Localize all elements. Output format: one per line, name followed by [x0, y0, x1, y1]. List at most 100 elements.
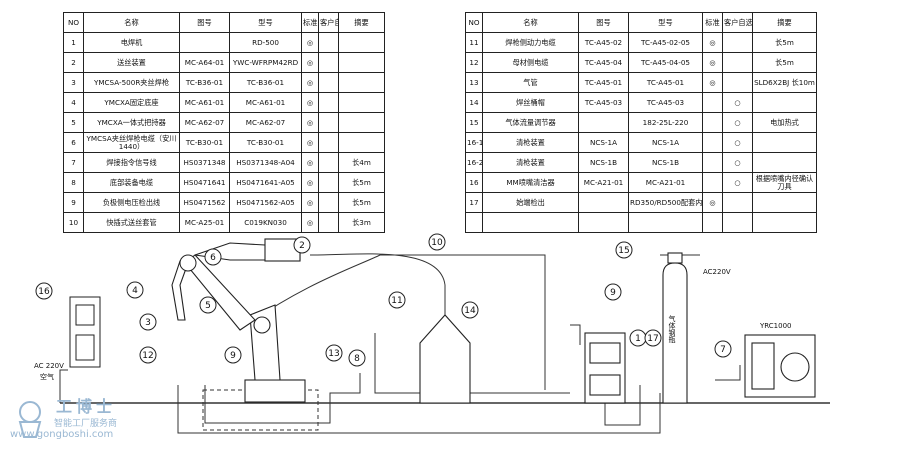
- cell-drawing: NCS-1B: [578, 152, 629, 173]
- callout-3: 3: [145, 318, 151, 328]
- cell-standard-mark: ◎: [301, 32, 319, 53]
- cell-model: MC-A61-01: [229, 92, 302, 113]
- cell-optional-mark: [318, 52, 339, 73]
- table-row: [465, 212, 817, 233]
- cell-optional-mark: [318, 92, 339, 113]
- cell-no: 4: [63, 92, 84, 113]
- cell-name: YMCSA夹丝焊枪电缆（安川1440）: [83, 132, 180, 153]
- cell-name: YMCSA-500R夹丝焊枪: [83, 72, 180, 93]
- cell-no: 13: [465, 72, 483, 93]
- cell-standard-mark: [702, 172, 723, 193]
- callout-circle: [428, 233, 446, 251]
- cell-name: 母材侧电缆: [482, 52, 579, 73]
- cell-name: YMCXA固定底座: [83, 92, 180, 113]
- cell-name: 焊丝桶帽: [482, 92, 579, 113]
- nozzle-cleaner: [69, 296, 101, 368]
- callout-circle: [199, 296, 217, 314]
- watermark-url: www.gongboshi.com: [10, 429, 114, 440]
- cell-note: 长4m: [338, 152, 385, 173]
- callout-1: 1: [635, 334, 641, 344]
- header-cell: 标准: [702, 12, 723, 33]
- cell-model: TC-A45-04-05: [628, 52, 703, 73]
- cell-note: [338, 72, 385, 93]
- cell-drawing: TC-A45-04: [578, 52, 629, 73]
- gas-cylinder: [662, 252, 688, 404]
- cell-no: 5: [63, 112, 84, 133]
- callout-16: 16: [38, 287, 50, 297]
- cell-model: 182-25L-220: [628, 112, 703, 133]
- callout-circle: [293, 236, 311, 254]
- cell-model: MC-A21-01: [628, 172, 703, 193]
- cell-drawing: HS0471641: [179, 172, 230, 193]
- callout-circle: [325, 344, 343, 362]
- cell-standard-mark: ◎: [301, 52, 319, 73]
- cell-no: 12: [465, 52, 483, 73]
- cell-name: 负极侧电压检出线: [83, 192, 180, 213]
- header-cell: 名称: [482, 12, 579, 33]
- cell-standard-mark: ◎: [702, 32, 723, 53]
- cell-name: 气体流量调节器: [482, 112, 579, 133]
- robot-controller: [744, 334, 816, 398]
- cell-name: 底部装备电缆: [83, 172, 180, 193]
- cell-name: 始端检出: [482, 192, 579, 213]
- callout-11: 11: [391, 296, 402, 306]
- cell-note: [752, 152, 817, 173]
- header-cell: 型号: [628, 12, 703, 33]
- cell-note: 根据喷嘴内径确认刀具: [752, 172, 817, 193]
- callout-circle: [615, 241, 633, 259]
- label-ac220-left: AC 220V: [34, 362, 64, 370]
- callout-circle: [204, 248, 222, 266]
- cell-no: 1: [63, 32, 84, 53]
- label-air-left: 空气: [40, 372, 54, 381]
- cell-note: 长5m: [752, 52, 817, 73]
- callout-circle: [644, 329, 662, 347]
- cell-optional-mark: ○: [722, 172, 753, 193]
- label-gas-cylinder: 气体钢瓶: [668, 314, 676, 344]
- cell-standard-mark: [702, 92, 723, 113]
- cell-model: RD350/RD500配套内藏式: [628, 192, 703, 213]
- cell-note: [752, 192, 817, 213]
- callout-circle: [388, 291, 406, 309]
- header-cell: 图号: [578, 12, 629, 33]
- cell-note: SLD6X2BJ 长10m: [752, 72, 817, 93]
- cell-drawing: MC-A61-01: [179, 92, 230, 113]
- cell-drawing: HS0371348: [179, 152, 230, 173]
- cell-model: TC-A45-01: [628, 72, 703, 93]
- callout-10: 10: [431, 238, 443, 248]
- cell-optional-mark: [722, 72, 753, 93]
- label-ac220-right: AC220V: [703, 268, 731, 276]
- callout-circle: [179, 254, 197, 272]
- cell-model: HS0471562-A05: [229, 192, 302, 213]
- cell-no: 2: [63, 52, 84, 73]
- cell-note: [752, 92, 817, 113]
- cell-drawing: TC-A45-01: [578, 72, 629, 93]
- cell-optional-mark: [318, 152, 339, 173]
- cell-drawing: MC-A25-01: [179, 212, 230, 233]
- cell-note: [338, 52, 385, 73]
- callout-circle: [461, 301, 479, 319]
- callout-5: 5: [205, 301, 211, 311]
- label-controller: YRC1000: [759, 322, 792, 330]
- cell-note: [338, 132, 385, 153]
- callout-8: 8: [354, 354, 360, 364]
- cell-no: 16-2: [465, 152, 483, 173]
- header-cell: 标准: [301, 12, 319, 33]
- cell-model: YWC-WFRPM42RD: [229, 52, 302, 73]
- cell-note: [752, 212, 817, 233]
- cell-standard-mark: ◎: [702, 72, 723, 93]
- cell-standard-mark: [702, 112, 723, 133]
- cell-note: [338, 92, 385, 113]
- cell-drawing: NCS-1A: [578, 132, 629, 153]
- cell-drawing: HS0471562: [179, 192, 230, 213]
